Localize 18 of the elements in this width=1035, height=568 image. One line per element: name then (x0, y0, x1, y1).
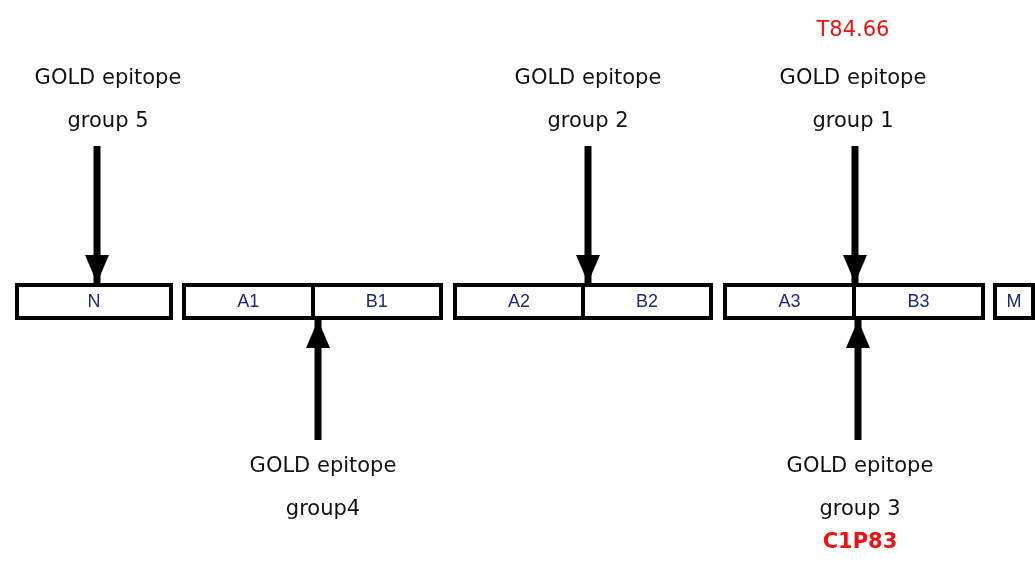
domain-box (182, 283, 443, 320)
segment-cell: B3 (852, 287, 981, 316)
segment-cell: B2 (581, 287, 709, 316)
domain-box (453, 283, 713, 320)
epitope-label: GOLD epitope group 5 (33, 64, 183, 134)
segment-cell: N (15, 283, 173, 320)
epitope-label: GOLD epitope group 3 (785, 452, 935, 522)
antibody-label: T84.66 (815, 16, 891, 43)
segment-cell: A3 (727, 287, 852, 316)
segment-cell: M (993, 283, 1035, 320)
domain-box (723, 283, 985, 320)
antibody-label: C1P83 (821, 528, 899, 554)
segment-cell: B1 (310, 287, 439, 316)
epitope-label: GOLD epitope group4 (248, 452, 398, 522)
epitope-label: GOLD epitope group 1 (778, 64, 928, 134)
segment-cell: A2 (457, 287, 581, 316)
segment-cell: A1 (186, 287, 311, 316)
epitope-label: GOLD epitope group 2 (513, 64, 663, 134)
